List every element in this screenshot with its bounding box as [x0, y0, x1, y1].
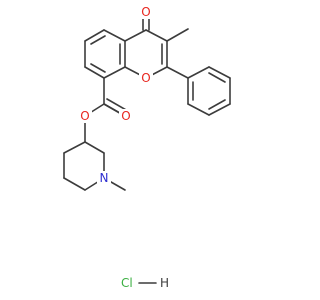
atom-o-ring-label: O	[141, 71, 150, 85]
hcl-cl-label: Cl	[121, 276, 133, 290]
bond	[208, 103, 231, 116]
atom-o-ring: O	[139, 71, 153, 85]
bond	[208, 66, 231, 79]
hcl-salt: Cl H	[121, 276, 169, 290]
piperidine-ring	[63, 141, 126, 191]
atom-n-piperidine: N	[97, 171, 111, 185]
bond	[63, 141, 86, 154]
atom-n-piperidine-label: N	[100, 171, 109, 185]
bond	[84, 66, 105, 79]
aromatic-bond	[90, 63, 106, 73]
pyranone-ring	[124, 14, 189, 79]
aromatic-bond	[208, 72, 226, 83]
benzo-ring	[84, 29, 126, 79]
structure-diagram: O O O O N Cl H	[63, 5, 231, 290]
bond	[187, 103, 210, 116]
hcl-h-label: H	[160, 276, 169, 290]
bond	[187, 66, 210, 79]
bond	[63, 177, 86, 191]
bond	[103, 66, 126, 79]
atom-o-ester-label: O	[80, 109, 89, 123]
methyl-bond	[166, 28, 189, 42]
bond	[84, 141, 105, 154]
atom-o-carbonyl: O	[139, 5, 153, 19]
bond	[124, 29, 147, 42]
bond	[103, 29, 126, 42]
aromatic-bond	[90, 35, 106, 45]
aromatic-bond	[208, 99, 226, 110]
atom-o-carbonyl-label: O	[141, 5, 150, 19]
phenyl-ring	[166, 66, 231, 116]
bond	[84, 29, 105, 42]
atom-o-ester: O	[78, 109, 92, 123]
atom-o-ester-carbonyl-label: O	[121, 109, 130, 123]
atom-o-ester-carbonyl: O	[119, 109, 133, 123]
bond	[166, 66, 189, 79]
bond	[145, 29, 168, 42]
